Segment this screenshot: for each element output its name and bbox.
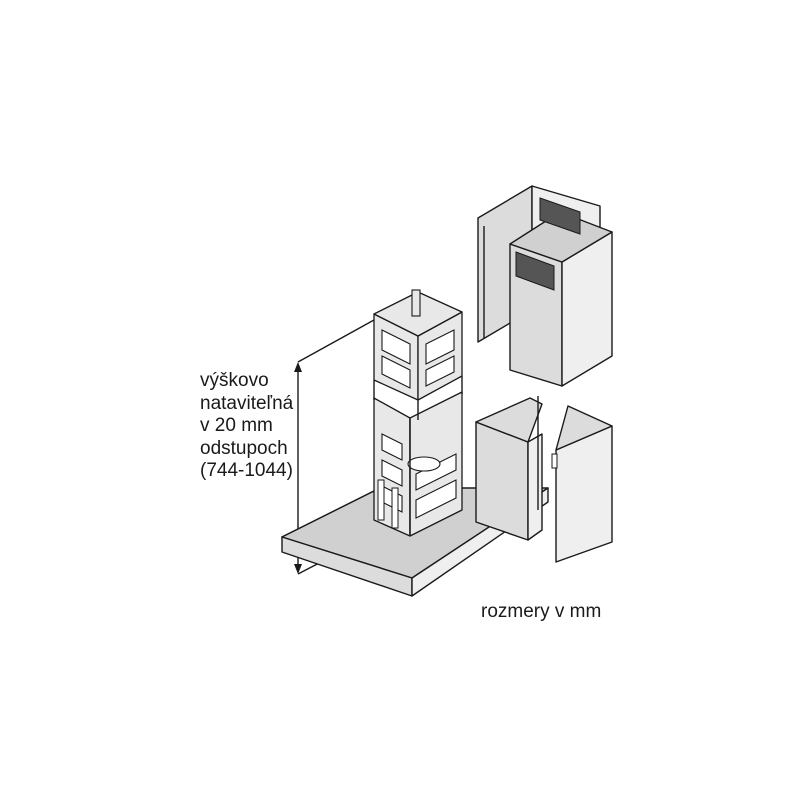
height-label-line-4: odstupoch xyxy=(200,437,288,459)
height-label-line-3: v 20 mm xyxy=(200,415,273,436)
lower-support-frame xyxy=(373,391,463,537)
upper-chimney-cover xyxy=(477,185,613,387)
lower-chimney-cover xyxy=(475,396,613,563)
height-dimension xyxy=(294,319,375,575)
duct-opening xyxy=(407,456,441,472)
height-label-line-2: nataviteľná xyxy=(200,392,294,414)
vent-grille-front xyxy=(515,251,555,291)
height-adjustment-label: výškovo nataviteľná v 20 mm odstupoch (7… xyxy=(200,370,293,483)
upper-support-frame xyxy=(373,289,463,420)
dimension-leader-top xyxy=(297,319,375,363)
height-label-line-1: výškovo xyxy=(200,370,269,391)
height-label-line-5: (744-1044) xyxy=(200,460,293,481)
dimension-arrow-bottom xyxy=(294,564,302,574)
vent-grille-rear xyxy=(539,197,581,235)
dimension-arrow-top xyxy=(294,362,302,372)
units-note: rozmery v mm xyxy=(481,601,602,622)
